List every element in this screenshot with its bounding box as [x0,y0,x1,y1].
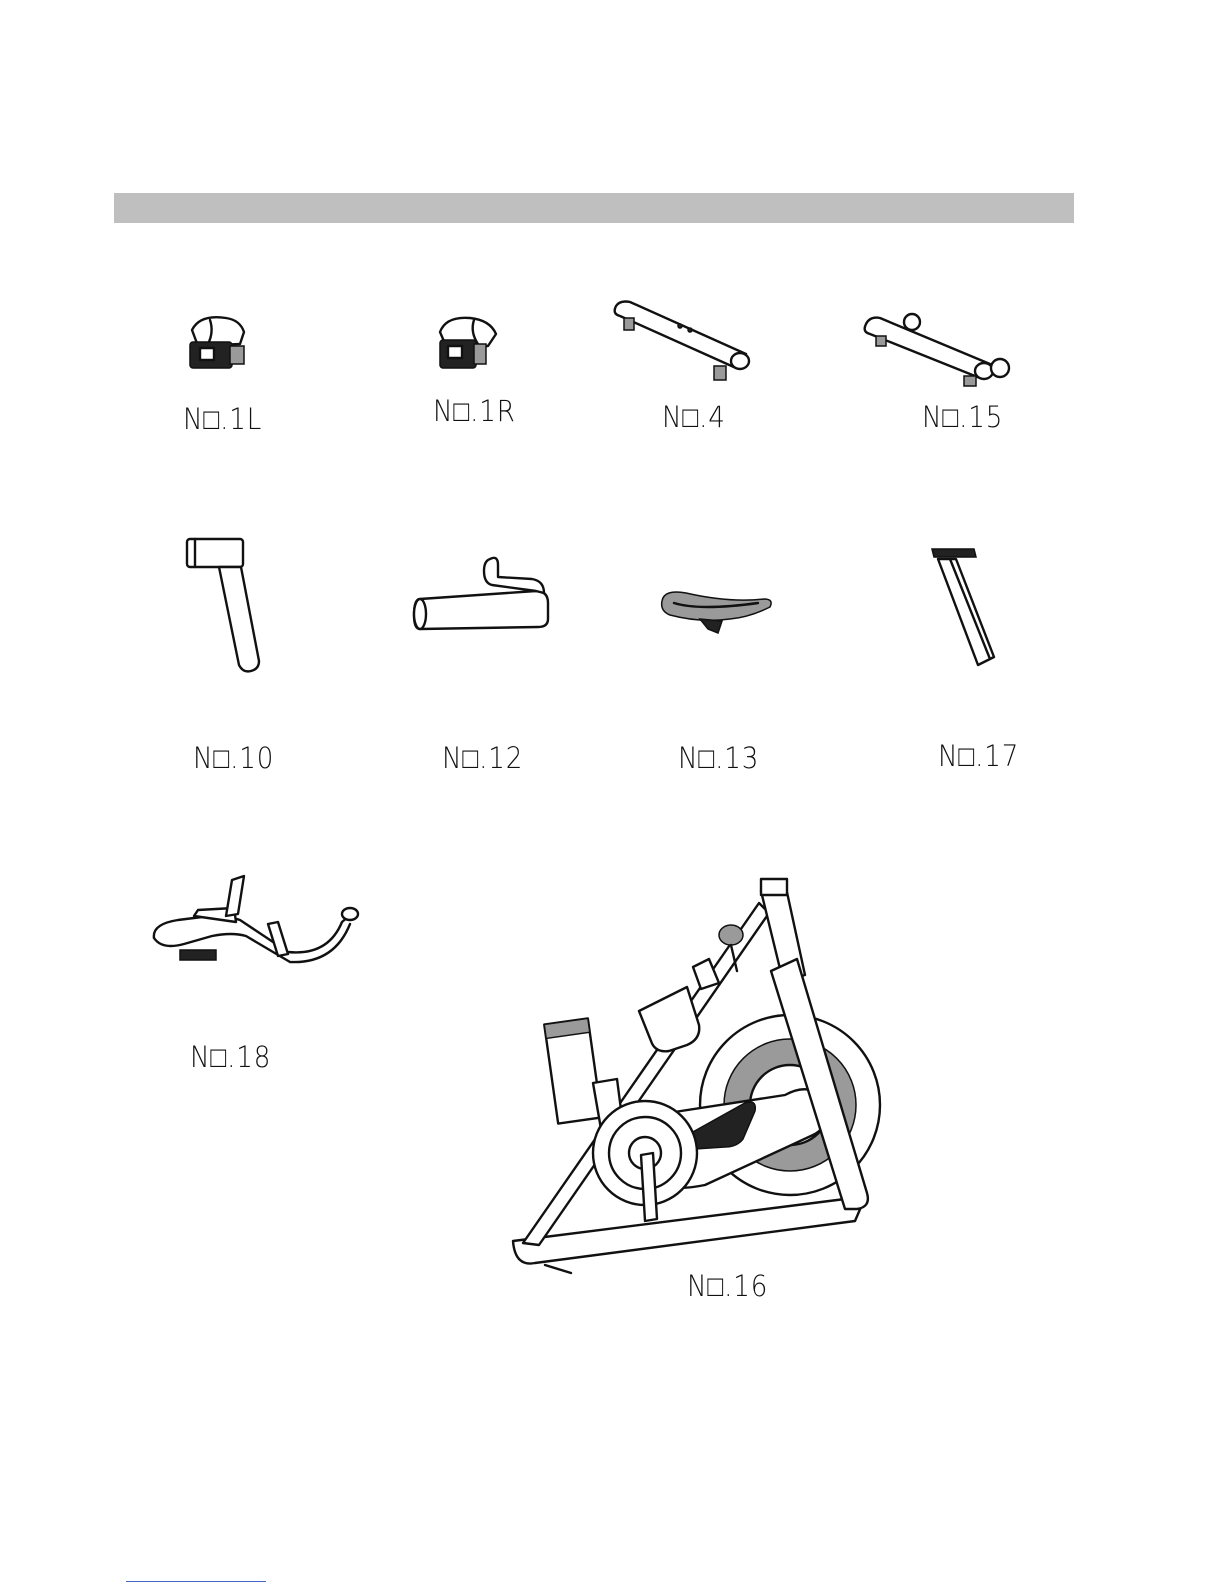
part-label: N□.15 [922,400,1003,435]
part-label: N□.18 [190,1040,271,1075]
part-18: N□.18 [148,870,368,1080]
part-label: N□.1L [183,402,262,437]
part-label: N□.16 [687,1269,768,1304]
rear-stabilizer-icon [860,310,1030,390]
part-12: N□.12 [412,555,562,780]
part-1l: N□.1L [180,310,290,440]
seat-slider-icon [412,555,562,635]
section-header-bar [114,193,1074,223]
pedal-left-icon [180,310,260,380]
part-15: N□.15 [860,310,1030,440]
front-stabilizer-icon [610,298,760,388]
handlebar-post-icon [928,545,1008,675]
handlebar-icon [148,870,368,970]
part-label: N□.4 [662,400,726,435]
part-label: N□.13 [678,741,759,776]
part-10: N□.10 [185,535,285,780]
part-4: N□.4 [610,298,760,438]
pedal-right-icon [430,310,510,380]
part-label: N□.12 [442,741,523,776]
part-1r: N□.1R [430,310,540,440]
seat-post-icon [185,535,285,680]
footer-link-underline [126,1581,266,1582]
part-label: N□.17 [938,739,1019,774]
part-13: N□.13 [660,585,780,780]
part-17: N□.17 [928,545,1038,780]
saddle-icon [660,585,780,645]
part-16: N□.16 [505,875,905,1315]
part-label: N□.1R [433,394,516,429]
main-frame-icon [505,875,905,1285]
part-label: N□.10 [193,741,274,776]
